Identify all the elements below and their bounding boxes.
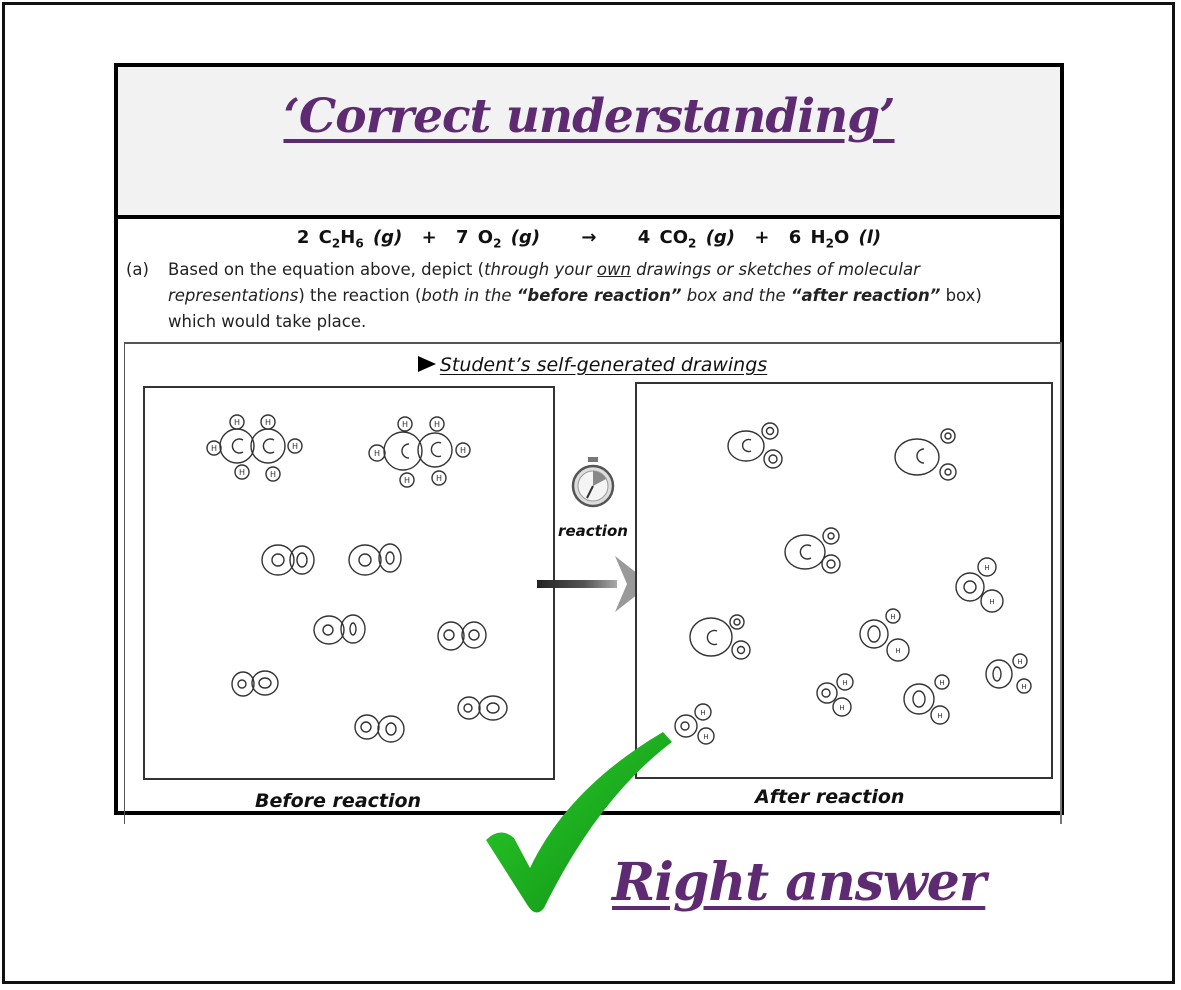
checkmark-icon	[486, 732, 672, 913]
svg-text:H: H	[434, 420, 440, 429]
chemical-equation: 2 C2H6 (g) + 7 O2 (g) → 4 CO2 (g) + 6 H2…	[118, 227, 1060, 251]
svg-text:H: H	[270, 470, 276, 479]
reactant-ethane: 2 C2H6 (g)	[296, 227, 403, 251]
svg-text:H: H	[700, 709, 705, 717]
carbon-dioxide-molecule	[894, 428, 957, 481]
question-label: (a)	[126, 260, 149, 279]
oxygen-molecule	[261, 544, 315, 576]
before-reaction-box: H H H H H H H H H H H H	[143, 386, 555, 780]
svg-text:H: H	[402, 420, 408, 429]
svg-text:H: H	[436, 474, 442, 483]
water-molecule	[859, 608, 910, 662]
section-label: Student’s self-generated drawings	[125, 354, 1060, 376]
product-water: 6 H2O (l)	[788, 227, 882, 251]
svg-text:H: H	[239, 468, 245, 477]
svg-text:H: H	[265, 418, 271, 427]
svg-text:H: H	[211, 444, 217, 453]
svg-text:H: H	[1017, 658, 1022, 666]
plus-sign: +	[421, 227, 437, 248]
reactant-oxygen: 7 O2 (g)	[455, 227, 541, 251]
water-molecule	[816, 673, 854, 717]
ethane-molecule	[206, 414, 303, 482]
stopwatch-icon	[571, 457, 615, 508]
worksheet-content: 2 C2H6 (g) + 7 O2 (g) → 4 CO2 (g) + 6 H2…	[118, 219, 1062, 824]
svg-text:H: H	[842, 679, 847, 687]
svg-text:H: H	[234, 418, 240, 427]
water-molecule	[955, 557, 1004, 613]
carbon-dioxide-molecule	[689, 614, 751, 660]
carbon-dioxide-molecule	[784, 527, 841, 574]
svg-text:H: H	[292, 442, 298, 451]
reaction-label: reaction	[558, 522, 628, 540]
svg-text:H: H	[984, 564, 989, 572]
drawing-area: Student’s self-generated drawings	[124, 342, 1062, 824]
ethane-molecule	[368, 416, 471, 488]
question-body: Based on the equation above, depict (thr…	[168, 260, 982, 331]
after-molecules-drawing: H H H H H H H H H H H H	[674, 422, 1032, 745]
oxygen-molecule	[231, 670, 279, 697]
svg-text:H: H	[989, 598, 994, 606]
svg-text:H: H	[939, 679, 944, 687]
svg-text:H: H	[404, 476, 410, 485]
svg-text:H: H	[1021, 683, 1026, 691]
question-text: (a) Based on the equation above, depict …	[126, 257, 1020, 335]
before-molecules-drawing: H H H H H H H H H H H H	[206, 414, 508, 743]
oxygen-molecule	[437, 621, 487, 651]
reaction-transition: reaction	[537, 454, 651, 614]
water-molecule	[674, 703, 715, 745]
oxygen-molecule	[313, 614, 366, 645]
page-title: ‘Correct understanding’	[283, 89, 895, 144]
svg-text:H: H	[460, 446, 466, 455]
before-reaction-caption: Before reaction	[255, 790, 422, 812]
right-arrow-icon	[537, 556, 651, 612]
water-molecule	[985, 653, 1032, 694]
carbon-dioxide-molecule	[727, 422, 783, 469]
oxygen-molecule	[354, 714, 405, 743]
product-co2: 4 CO2 (g)	[637, 227, 736, 251]
verdict-label: Right answer	[612, 852, 986, 913]
svg-text:H: H	[839, 704, 844, 712]
title-band: ‘Correct understanding’	[118, 67, 1060, 219]
worksheet-panel: ‘Correct understanding’ 2 C2H6 (g) + 7 O…	[114, 63, 1064, 824]
svg-text:H: H	[937, 712, 942, 720]
oxygen-molecule	[348, 543, 402, 576]
svg-text:H: H	[890, 613, 895, 621]
after-reaction-box: H H H H H H H H H H H H	[635, 382, 1053, 779]
reaction-arrow-symbol: →	[581, 227, 597, 248]
svg-text:H: H	[703, 733, 708, 741]
water-molecule	[903, 674, 950, 725]
svg-text:H: H	[374, 449, 380, 458]
play-triangle-icon	[417, 356, 436, 372]
after-reaction-caption: After reaction	[755, 786, 905, 808]
svg-text:H: H	[895, 647, 900, 655]
oxygen-molecule	[457, 695, 508, 721]
plus-sign: +	[754, 227, 770, 248]
